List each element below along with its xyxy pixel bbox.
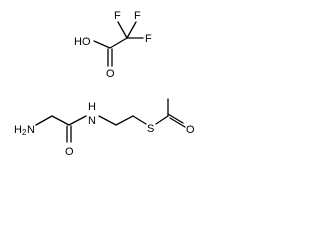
fluorine-top-left: F bbox=[114, 10, 121, 22]
bond-cf3-f-top-left bbox=[117, 21, 128, 39]
bond-ch2-carbonyl bbox=[51, 115, 70, 126]
amine-subscript: 2 bbox=[22, 128, 27, 137]
amide-n-label: N bbox=[88, 115, 96, 127]
thioether-sulfur: S bbox=[147, 123, 154, 135]
bond-acyl-o-double-a bbox=[167, 113, 184, 124]
bond-carboxyl-oh bbox=[93, 40, 111, 49]
amine-h-label: H bbox=[14, 124, 22, 136]
bond-cf3-f-top-right bbox=[126, 21, 137, 39]
thioester-oxygen: O bbox=[186, 124, 195, 136]
bond-n-ch2 bbox=[35, 115, 53, 126]
bond-ch2-s bbox=[132, 115, 147, 125]
bond-amide-n-ch2 bbox=[98, 115, 117, 126]
amine-n-label: N bbox=[27, 124, 35, 136]
bond-s-acyl bbox=[155, 115, 169, 125]
hydroxyl-label: HO bbox=[74, 36, 91, 48]
bond-carbonyl-amide-n bbox=[68, 115, 87, 126]
bond-acyl-o-double-b bbox=[169, 117, 186, 128]
fluorine-top-right: F bbox=[134, 10, 141, 22]
amide-oxygen: O bbox=[65, 146, 74, 158]
glycyl-thioester: H 2 N N H O S O bbox=[14, 98, 195, 158]
trifluoroacetic-acid: F F F HO O bbox=[74, 10, 152, 80]
fluorine-right: F bbox=[145, 33, 152, 45]
carboxyl-oxygen: O bbox=[106, 68, 115, 80]
amide-h-label: H bbox=[88, 101, 96, 113]
bond-ch2-ch2 bbox=[115, 115, 134, 126]
chemical-structure: F F F HO O H 2 N N H O S O bbox=[14, 10, 195, 158]
bond-cf3-carboxyl bbox=[109, 37, 128, 49]
